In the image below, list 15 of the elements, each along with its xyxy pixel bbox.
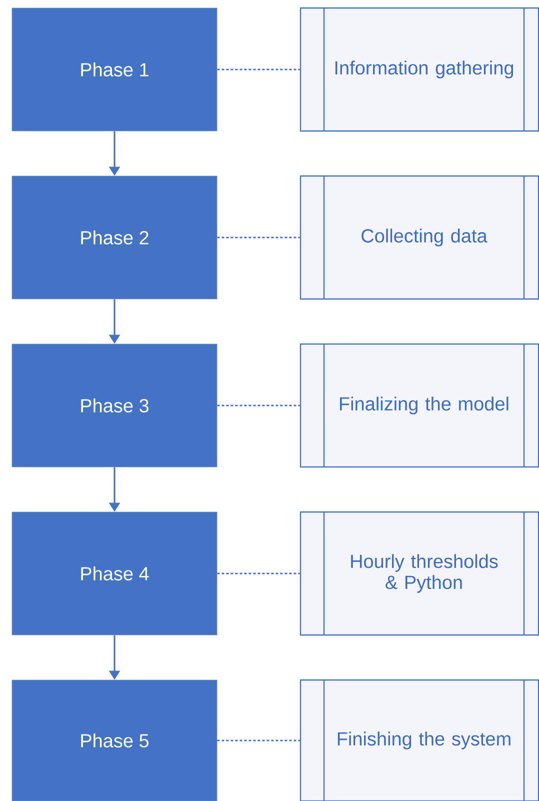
connector-line xyxy=(217,572,300,574)
phase-box: Phase 3 xyxy=(12,344,218,468)
phase-box: Phase 2 xyxy=(12,176,218,300)
connector-line xyxy=(217,68,300,70)
connector-line xyxy=(217,404,300,406)
task-box: Finishing the system xyxy=(300,679,539,801)
task-box: Collecting data xyxy=(300,175,539,300)
task-box: Finalizing the model xyxy=(300,343,539,468)
phase-box: Phase 1 xyxy=(12,8,218,132)
task-box: Hourly thresholds & Python xyxy=(300,511,539,636)
connector-line xyxy=(217,236,300,238)
task-box: Information gathering xyxy=(300,7,539,132)
phase-box: Phase 5 xyxy=(12,680,218,801)
connector-line xyxy=(217,740,300,742)
phase-box: Phase 4 xyxy=(12,512,218,636)
